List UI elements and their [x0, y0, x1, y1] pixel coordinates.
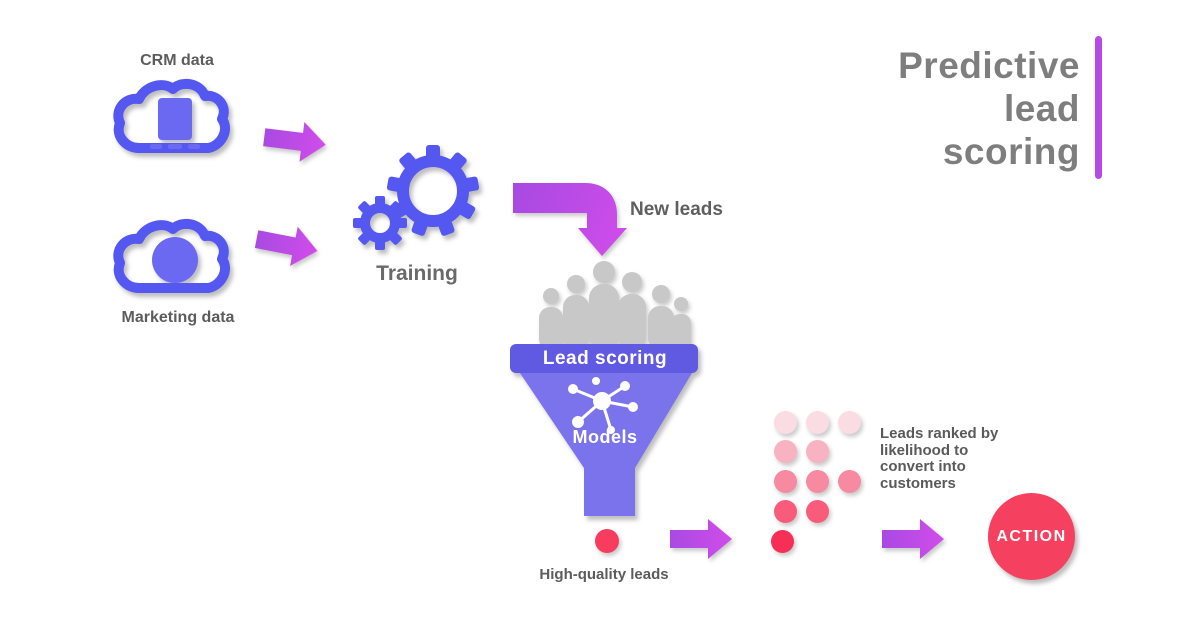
lead-score-dot — [773, 410, 797, 434]
funnel-band-label: Lead scoring — [542, 348, 668, 369]
funnel-models-label: Models — [572, 427, 638, 447]
arrow-marketing-to-training-icon — [254, 226, 318, 266]
ranking-caption-line-3: convert into — [880, 458, 966, 475]
page-title: Predictive lead scoring — [898, 44, 1080, 173]
title-line-1: Predictive — [898, 45, 1080, 86]
title-line-2: lead — [1003, 88, 1080, 129]
training-label: Training — [376, 262, 458, 285]
lead-score-dot — [837, 470, 861, 494]
scored-lead-label: High-quality leads — [539, 566, 669, 583]
lead-score-dot — [805, 470, 829, 494]
lead-score-dot — [773, 499, 797, 523]
marketing-cloud-icon — [113, 218, 230, 293]
new-leads-label: New leads — [630, 199, 723, 220]
title-accent-bar — [1095, 36, 1102, 179]
marketing-cloud-label: Marketing data — [121, 309, 235, 326]
funnel-body — [520, 373, 692, 516]
lead-score-dot — [805, 499, 829, 523]
ranking-caption-line-4: customers — [880, 474, 956, 492]
action-circle: ACTION — [988, 493, 1075, 580]
crm-cloud-label: CRM data — [140, 52, 214, 69]
network-icon — [568, 377, 638, 434]
ranking-caption-line-2: likelihood to — [880, 441, 969, 459]
lead-scoring-funnel — [510, 344, 698, 516]
scored-lead-dot — [595, 529, 619, 553]
people-crowd-icon — [539, 261, 691, 350]
lead-score-dot — [773, 470, 797, 494]
gears-icon — [353, 145, 480, 250]
title-line-3: scoring — [942, 131, 1080, 172]
arrow-to-action-icon — [882, 519, 944, 559]
arrow-crm-to-training-icon — [263, 122, 326, 162]
crm-cloud-icon — [113, 78, 230, 153]
server-icon — [150, 98, 200, 149]
lead-score-dot — [805, 410, 829, 434]
arrow-new-leads-icon — [513, 183, 627, 256]
action-label: ACTION — [996, 527, 1067, 545]
lead-score-dot — [773, 440, 797, 464]
data-blob-icon — [152, 237, 198, 283]
arrow-to-ranking-icon — [670, 519, 732, 559]
funnel-band — [510, 344, 698, 373]
lead-score-dot — [770, 529, 794, 553]
lead-score-dot — [837, 410, 861, 434]
ranking-caption-line-1: Leads ranked by — [880, 425, 999, 442]
ranking-caption: Leads ranked by likelihood to convert in… — [880, 425, 1040, 492]
lead-score-dot — [805, 440, 829, 464]
